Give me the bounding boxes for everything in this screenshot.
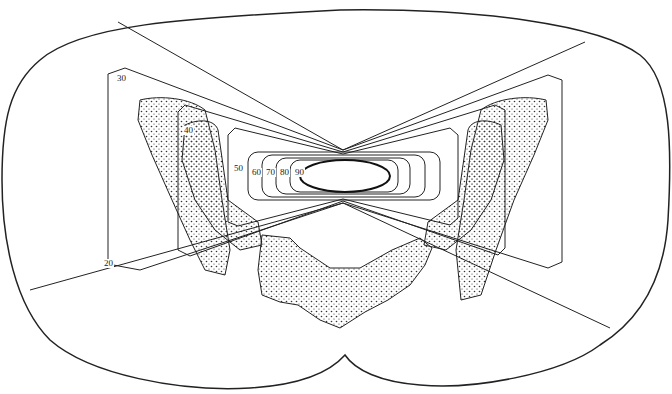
- isodose-value: 70: [265, 168, 276, 177]
- isodose-value: 30: [116, 74, 127, 83]
- beam-edge: [118, 22, 585, 150]
- femur-head: [424, 121, 504, 250]
- isodose-line: [248, 152, 440, 200]
- isodose-value: 90: [294, 168, 305, 177]
- body-outline: [2, 10, 670, 389]
- isodose-contours: [108, 68, 562, 270]
- isodose-value: 20: [103, 259, 114, 268]
- isodose-line: [290, 160, 398, 192]
- left-bones: [138, 98, 262, 275]
- isodose-value: 40: [183, 126, 194, 135]
- isodose-line: [276, 158, 410, 194]
- femur-head: [182, 121, 262, 250]
- isodose-line: [108, 68, 562, 270]
- bones: [138, 98, 548, 328]
- beam-edges: [30, 22, 610, 328]
- isodose-value: 60: [251, 168, 262, 177]
- isodose-line: [228, 128, 458, 226]
- sacrum: [258, 235, 432, 328]
- isodose-value: 80: [279, 168, 290, 177]
- isodose-line: [178, 105, 505, 256]
- target-volume: [300, 160, 390, 192]
- isodose-line: [262, 155, 425, 197]
- isodose-value: 50: [233, 164, 244, 173]
